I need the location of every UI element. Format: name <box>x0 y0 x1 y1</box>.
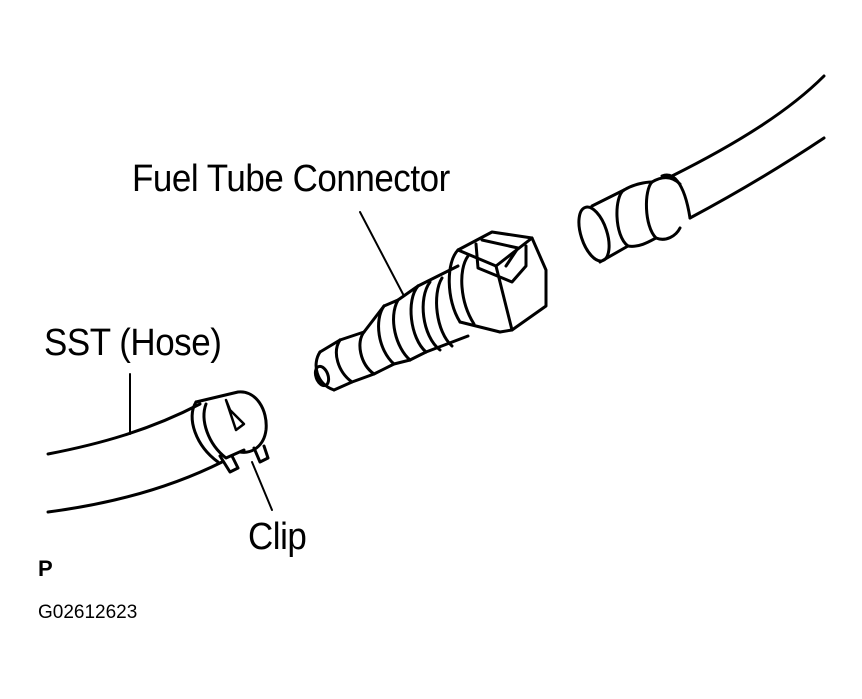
view-letter: P <box>38 556 53 581</box>
fuel-pipe <box>577 74 826 264</box>
fuel-connector-leader <box>359 211 405 297</box>
fuel-tube-connector <box>313 230 548 392</box>
fuel-tube-connector-label: Fuel Tube Connector <box>132 158 450 200</box>
hose-clip <box>190 390 270 474</box>
sst-hose-label: SST (Hose) <box>44 322 222 364</box>
sst-hose <box>46 402 224 514</box>
clip-leader <box>251 461 273 511</box>
figure-code: G02612623 <box>38 602 138 623</box>
clip-label: Clip <box>248 516 307 558</box>
